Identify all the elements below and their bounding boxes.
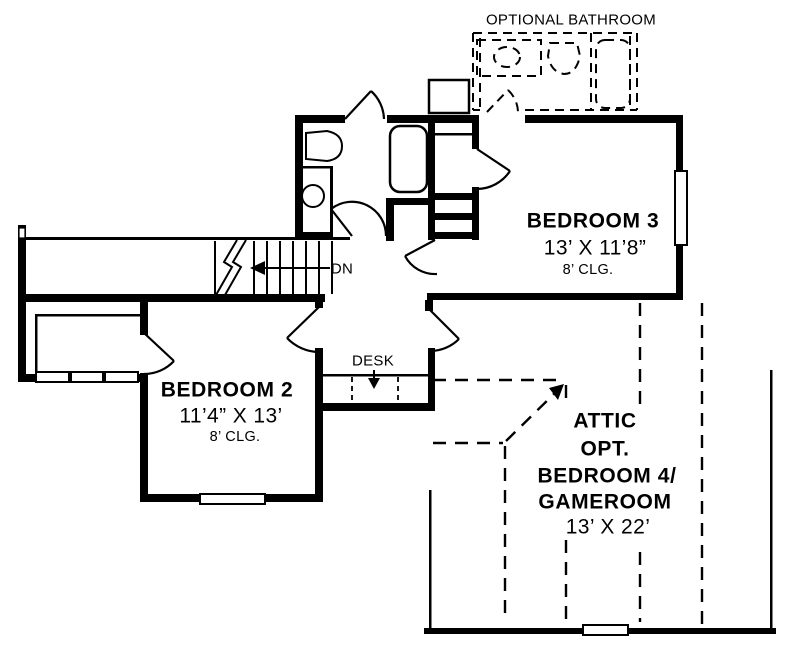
desk-label: DESK	[351, 352, 395, 370]
dn-label: DN	[330, 260, 354, 278]
bedroom2-ceiling: 8’ CLG.	[209, 428, 261, 445]
stair-break-line	[224, 239, 247, 296]
sink	[493, 46, 521, 68]
left-wall-slit	[18, 227, 26, 239]
bathtub	[388, 124, 429, 194]
attic-dims: 13’ X 22’	[565, 515, 651, 539]
windows	[18, 170, 688, 636]
attic-label-line4: GAMEROOM	[538, 490, 672, 514]
optional-toilet	[546, 42, 582, 76]
optional-bath-door	[486, 89, 519, 113]
vanity	[476, 39, 542, 77]
laundry-fixture	[301, 184, 325, 208]
closet-window-2	[70, 371, 104, 383]
optional-bathroom	[472, 32, 638, 113]
attic-label-line2: OPT.	[580, 437, 630, 461]
bedroom3-window	[674, 170, 688, 246]
bedroom3-door	[476, 148, 511, 191]
closet-window-1	[35, 371, 70, 383]
doors	[143, 90, 511, 376]
optional-tub	[595, 39, 631, 109]
attic-label-line3: BEDROOM 4/	[537, 464, 677, 488]
bedroom3-dims: 13’ X 11’8”	[543, 236, 647, 260]
desk-arrow	[368, 370, 380, 389]
toilet	[305, 129, 344, 163]
bedroom3-ceiling: 8’ CLG.	[562, 261, 614, 278]
attic-label-line1: ATTIC	[573, 409, 637, 433]
attic-boundaries	[433, 303, 704, 624]
bedroom2-name: BEDROOM 2	[160, 378, 294, 402]
stair-break-line-2	[215, 239, 238, 296]
bath-top-door	[344, 90, 386, 120]
attic-arrowhead	[549, 384, 564, 400]
hall-door	[429, 309, 460, 353]
bedroom2-door	[286, 306, 320, 354]
closet-window-3	[104, 371, 139, 383]
attic-window	[582, 624, 629, 636]
bath-fixtures	[301, 124, 429, 208]
bedroom2-dims: 11’4” X 13’	[179, 404, 283, 428]
optional-bathroom-label: OPTIONAL BATHROOM	[485, 11, 657, 29]
chase-box	[427, 78, 471, 115]
landing-door	[404, 239, 438, 276]
desk-dividers	[351, 377, 399, 403]
bedroom2-window	[199, 493, 266, 505]
dn-arrow	[250, 261, 330, 275]
bathroom-door	[330, 200, 388, 237]
closet-door	[143, 332, 175, 376]
bedroom3-name: BEDROOM 3	[526, 209, 660, 233]
